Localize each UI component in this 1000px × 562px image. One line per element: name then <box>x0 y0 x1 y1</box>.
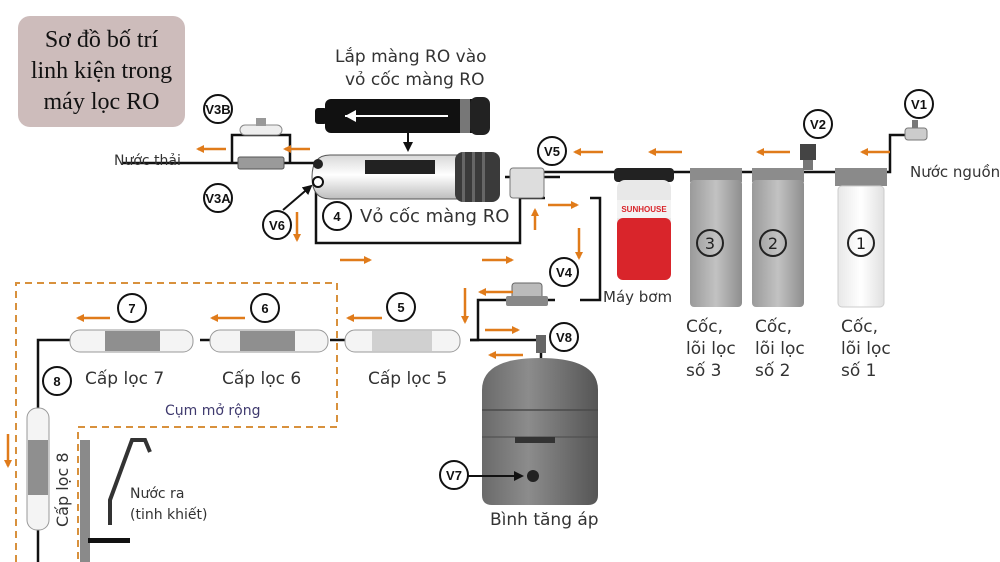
valve-badge-v1: V1 <box>904 89 934 119</box>
title-line: Sơ đồ bố trí <box>44 27 159 53</box>
valve-badge-v4: V4 <box>549 257 579 287</box>
filter-stage-5 <box>344 329 461 353</box>
valve-badge-v7: V7 <box>439 460 469 490</box>
pipe-source-inlet <box>860 133 912 174</box>
stage-number-2: 2 <box>759 229 787 257</box>
pump-label: Máy bơm <box>603 288 673 306</box>
stage-8-label: Cấp lọc 8 <box>53 452 72 527</box>
filter-2-line: số 2 <box>755 361 791 381</box>
v6-pointer <box>282 184 313 211</box>
waste-water-label: Nước thải <box>114 153 181 169</box>
v2-pressure-valve <box>800 144 816 170</box>
v8-tank-valve <box>536 335 546 353</box>
ro-housing-label: Vỏ cốc màng RO <box>360 206 510 227</box>
faucet-base <box>88 538 130 543</box>
filter-1-label: Cốc, lõi lọc số 1 <box>841 316 891 382</box>
title-line: máy lọc RO <box>43 89 160 115</box>
stage-6-label: Cấp lọc 6 <box>222 369 302 389</box>
valve-badge-v8: V8 <box>549 322 579 352</box>
filter-1-line: Cốc, <box>841 317 879 337</box>
v3b-valve <box>239 118 283 136</box>
valve-badge-v6: V6 <box>262 210 292 240</box>
valve-badge-v3b: V3B <box>203 94 233 124</box>
pump <box>614 168 674 280</box>
filter-stage-6 <box>209 329 329 353</box>
flow-arrows <box>4 145 890 468</box>
pump-brand: SUNHOUSE <box>621 205 667 214</box>
ro-membrane-cartridge <box>315 97 490 135</box>
filter-stage-7 <box>69 329 194 353</box>
filter-stage-8 <box>26 407 50 531</box>
stage-number-6: 6 <box>250 293 280 323</box>
counter-wall <box>80 440 90 562</box>
filter-3-line: số 3 <box>686 361 722 381</box>
output-water-label-line2: (tinh khiết) <box>130 507 208 523</box>
filter-2-label: Cốc, lõi lọc số 2 <box>755 316 805 382</box>
filter-3-line: Cốc, <box>686 317 724 337</box>
pipe-pump-loop <box>580 196 602 302</box>
v1-inlet-tap <box>904 120 928 141</box>
ro-install-label-line1: Lắp màng RO vào <box>335 47 487 67</box>
filter-3-line: lõi lọc <box>686 339 736 359</box>
stage-7-label: Cấp lọc 7 <box>85 369 165 389</box>
stage-number-3: 3 <box>696 229 724 257</box>
filter-2-line: Cốc, <box>755 317 793 337</box>
expansion-group-label: Cụm mở rộng <box>165 403 261 419</box>
source-water-label: Nước nguồn <box>910 163 1000 181</box>
stage-number-7: 7 <box>117 293 147 323</box>
diagram-title: Sơ đồ bố trí linh kiện trong máy lọc RO <box>18 16 185 127</box>
valve-badge-v2: V2 <box>803 109 833 139</box>
stage-number-1: 1 <box>847 229 875 257</box>
pipe-stage7-8 <box>36 338 70 410</box>
filter-1-line: lõi lọc <box>841 339 891 359</box>
filter-1-line: số 1 <box>841 361 877 381</box>
valve-badge-v5: V5 <box>537 136 567 166</box>
ro-housing <box>311 152 500 202</box>
ro-install-label-line2: vỏ cốc màng RO <box>345 70 485 90</box>
v5-shutoff-valve <box>509 167 545 199</box>
title-line: linh kiện trong <box>30 58 173 84</box>
stage-number-5: 5 <box>386 292 416 322</box>
stage-5-label: Cấp lọc 5 <box>368 369 448 389</box>
flow-restrictor <box>237 156 285 170</box>
pressure-tank <box>482 358 598 505</box>
faucet <box>108 438 152 525</box>
stage-number-4: 4 <box>322 201 352 231</box>
output-water-label-line1: Nước ra <box>130 486 185 502</box>
valve-badge-v3a: V3A <box>203 183 233 213</box>
pressure-tank-label: Bình tăng áp <box>490 510 599 530</box>
v4-solenoid-valve <box>506 282 548 306</box>
stage-number-8: 8 <box>42 366 72 396</box>
filter-2-line: lõi lọc <box>755 339 805 359</box>
expansion-group-border <box>15 282 338 562</box>
filter-3-label: Cốc, lõi lọc số 3 <box>686 316 736 382</box>
